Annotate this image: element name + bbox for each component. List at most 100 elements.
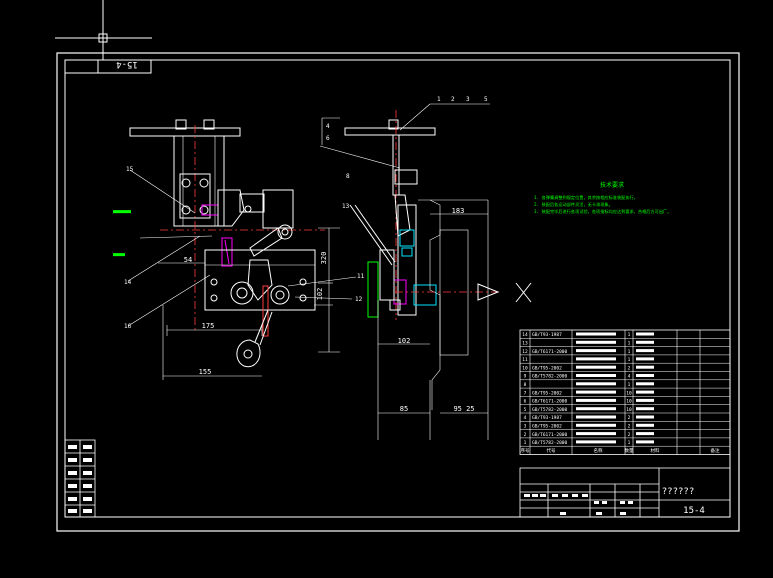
bom-header-cell: 序号 (521, 447, 530, 454)
front-view: 175 155 54 320 102 15 14 16 11 12 ■■■■■■… (113, 119, 365, 380)
bom-row-material-block (636, 349, 654, 353)
callout-6: 6 (326, 135, 330, 142)
bom-row-material-block (636, 398, 654, 402)
sheet-code-text: 15-4 (683, 506, 705, 516)
bom-row-material-block (636, 357, 654, 361)
bom-header-cell: 名称 (594, 447, 603, 454)
bom-row-no: 14 (522, 332, 528, 338)
bom-row-code: GB/T95-2002 (532, 365, 562, 371)
bom-row-material-block (636, 415, 654, 419)
callout-11: 11 (357, 273, 365, 280)
bom-row-name-block (576, 340, 616, 344)
bom-row-code: GB/T6171-2000 (532, 432, 568, 438)
callout-4: 4 (326, 123, 330, 130)
bom-row-material-block (636, 432, 654, 436)
bom-header-cell: 备注 (711, 447, 720, 454)
bom-row-name-block (576, 398, 616, 402)
bom-row-material-block (636, 390, 654, 394)
left-side-revision-table (64, 439, 96, 518)
bom-row-no: 6 (524, 399, 527, 405)
dim-175: 175 (202, 322, 215, 330)
bom-row-qty: 1 (628, 382, 631, 388)
bom-row-no: 4 (524, 415, 527, 421)
bom-row-code: GB/T6171-2000 (532, 349, 568, 355)
bom-header-cell: 数量 (625, 447, 634, 454)
bom-row-no: 11 (522, 357, 528, 363)
dim-95-25: 95 25 (453, 405, 474, 413)
bom-row-no: 8 (524, 382, 527, 388)
sheet-code-box-rotated: 15-4 (64, 59, 152, 74)
tech-req-title: 技术要求 (600, 181, 624, 189)
bom-row-qty: 1 (628, 332, 631, 338)
x-marker (515, 282, 532, 303)
bom-row-material-block (636, 423, 654, 427)
dim-183: 183 (452, 207, 465, 215)
lower-housing (204, 249, 316, 311)
callout-3: 3 (466, 96, 470, 103)
bom-row-material-block (636, 365, 654, 369)
bom-row-code: GB/T95-2002 (532, 424, 562, 430)
bom-row-name-block (576, 349, 616, 353)
bom-row-name-block (576, 357, 616, 361)
inner-sheet-border (64, 59, 731, 518)
main-frame-body (173, 135, 225, 227)
bom-row-name-block (576, 423, 616, 427)
bom-row-material-block (636, 407, 654, 411)
bom-row-qty: 1 (628, 349, 631, 355)
bom-row-no: 1 (524, 440, 527, 446)
bom-header-cell: 代号 (547, 447, 556, 454)
bom-row-no: 5 (524, 407, 527, 413)
title-block (519, 467, 731, 518)
bom-row-no: 2 (524, 432, 527, 438)
bom-row-qty: 2 (628, 424, 631, 430)
sheet-code-rotated-text: 15-4 (116, 59, 138, 69)
bom-row-material-block (636, 374, 654, 377)
side-view: 1 2 3 5 4 6 8 13 (319, 96, 532, 440)
callout-14: 14 (124, 279, 132, 286)
bom-row-material-block (636, 332, 654, 336)
callout-1: 1 (437, 96, 441, 103)
bom-row-material-block (636, 382, 654, 386)
bom-row-no: 3 (524, 424, 527, 430)
bom-row-code: GB/T6171-2000 (532, 399, 568, 405)
bom-row-code: GB/T5782-2000 (532, 407, 568, 413)
bom-row-no: 12 (522, 349, 528, 355)
bom-row-name-block (576, 440, 616, 444)
bom-row-qty: 10 (626, 390, 632, 396)
bom-row-qty: 1 (628, 440, 631, 446)
bom-row-qty: 1 (628, 341, 631, 347)
bom-header-cell: 材料 (651, 447, 660, 454)
bom-row-name-block (576, 382, 616, 386)
callout-8: 8 (346, 173, 350, 180)
dim-320: 320 (320, 252, 328, 265)
cursor-crosshair (55, 0, 152, 60)
bom-row-name-block (576, 365, 616, 369)
green-note-b: ■■■■ (113, 252, 125, 258)
bom-row-name-block (576, 432, 616, 436)
bom-row-no: 10 (522, 365, 528, 371)
callout-13: 13 (342, 203, 350, 210)
bom-row-qty: 2 (628, 432, 631, 438)
callout-16: 16 (124, 323, 132, 330)
tech-req-line-3: 3. 装配完毕后进行各项试验，各项指标均应达到要求，合格后方可出厂。 (534, 208, 671, 215)
bom-row-no: 9 (524, 374, 527, 380)
bom-row-no: 7 (524, 390, 527, 396)
drawing-title-text: ?????? (662, 487, 695, 497)
tech-req-line-1: 1. 各弹簧调整到规定位置，其余按相应标准装配执行。 (534, 194, 638, 201)
bom-row-qty: 10 (626, 399, 632, 405)
bom-row-name-block (576, 374, 616, 377)
callout-12: 12 (355, 296, 363, 303)
callout-5: 5 (484, 96, 488, 103)
callout-2: 2 (451, 96, 455, 103)
callout-15: 15 (126, 166, 134, 173)
technical-requirements: 技术要求 1. 各弹簧调整到规定位置，其余按相应标准装配执行。 2. 装配后各运… (534, 181, 671, 215)
dim-102b: 102 (398, 337, 411, 345)
bom-row-code: GB/T5782-2000 (532, 440, 568, 446)
bom-row-qty: 2 (628, 415, 631, 421)
bom-row-no: 13 (522, 341, 528, 347)
dim-54: 54 (184, 256, 192, 264)
outer-sheet-border (56, 52, 740, 532)
